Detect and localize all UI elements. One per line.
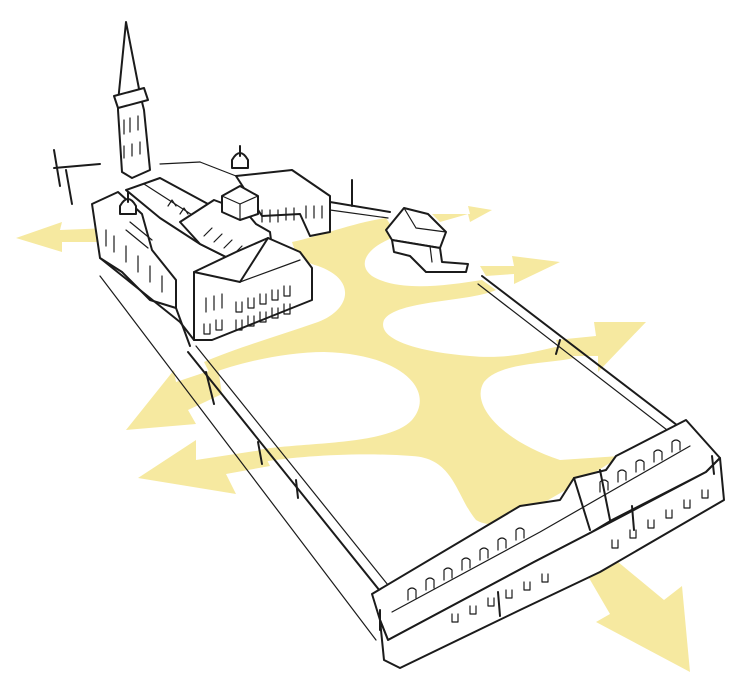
north-wall (329, 201, 391, 213)
flow-arrows (16, 206, 690, 672)
north-wall-inner (329, 209, 389, 219)
church-complex-building (53, 21, 353, 347)
flow-arrow-north-east (432, 206, 492, 222)
east-pavilion-building (385, 207, 469, 273)
gabled-wing (193, 237, 313, 341)
turrets (119, 145, 249, 215)
flow-arrow-west-lower (138, 440, 270, 494)
south-wing-facade (379, 457, 725, 669)
flow-arrow-west-middle (126, 368, 222, 430)
courtyard-site (99, 201, 687, 641)
wall-posts (295, 455, 715, 631)
flow-arrow-south (582, 552, 690, 672)
flow-arrow-east-upper (480, 256, 560, 284)
rear-hall (235, 169, 331, 237)
west-wall-outer (99, 275, 377, 641)
west-wall (187, 351, 385, 597)
tower-belfry (113, 87, 149, 109)
courtyard-path-network (204, 218, 620, 525)
south-wing-building (371, 419, 725, 669)
flow-arrow-east-middle (556, 322, 646, 372)
west-wall-inner (195, 345, 393, 591)
east-wall-inner (477, 283, 681, 441)
flow-arrow-west (16, 222, 110, 252)
east-wall (481, 275, 687, 433)
